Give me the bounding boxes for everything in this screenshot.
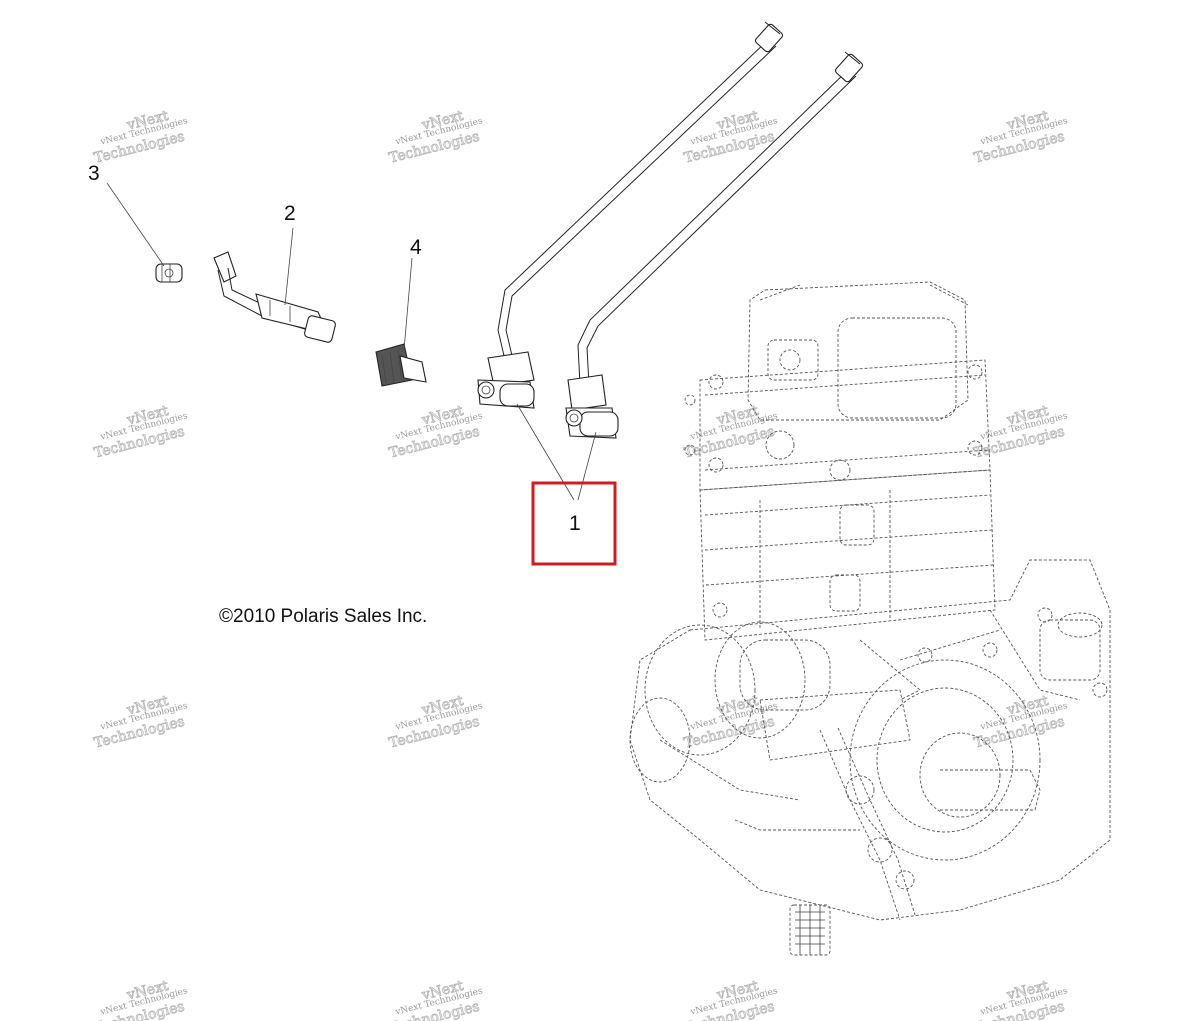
callout-2: 2 [284, 202, 296, 225]
copyright-notice: ©2010 Polaris Sales Inc. [219, 606, 427, 627]
highlight-box[interactable] [531, 481, 617, 566]
callout-1: 1 [569, 512, 581, 535]
fuel-rail-part [213, 251, 336, 343]
leader-lines [106, 182, 597, 501]
fitting-part [375, 343, 427, 387]
engine-illustration [629, 281, 1111, 956]
callout-3: 3 [88, 162, 100, 185]
fastener-part [155, 263, 183, 283]
fuel-injector-hoses [477, 21, 864, 439]
callout-4: 4 [410, 236, 422, 259]
